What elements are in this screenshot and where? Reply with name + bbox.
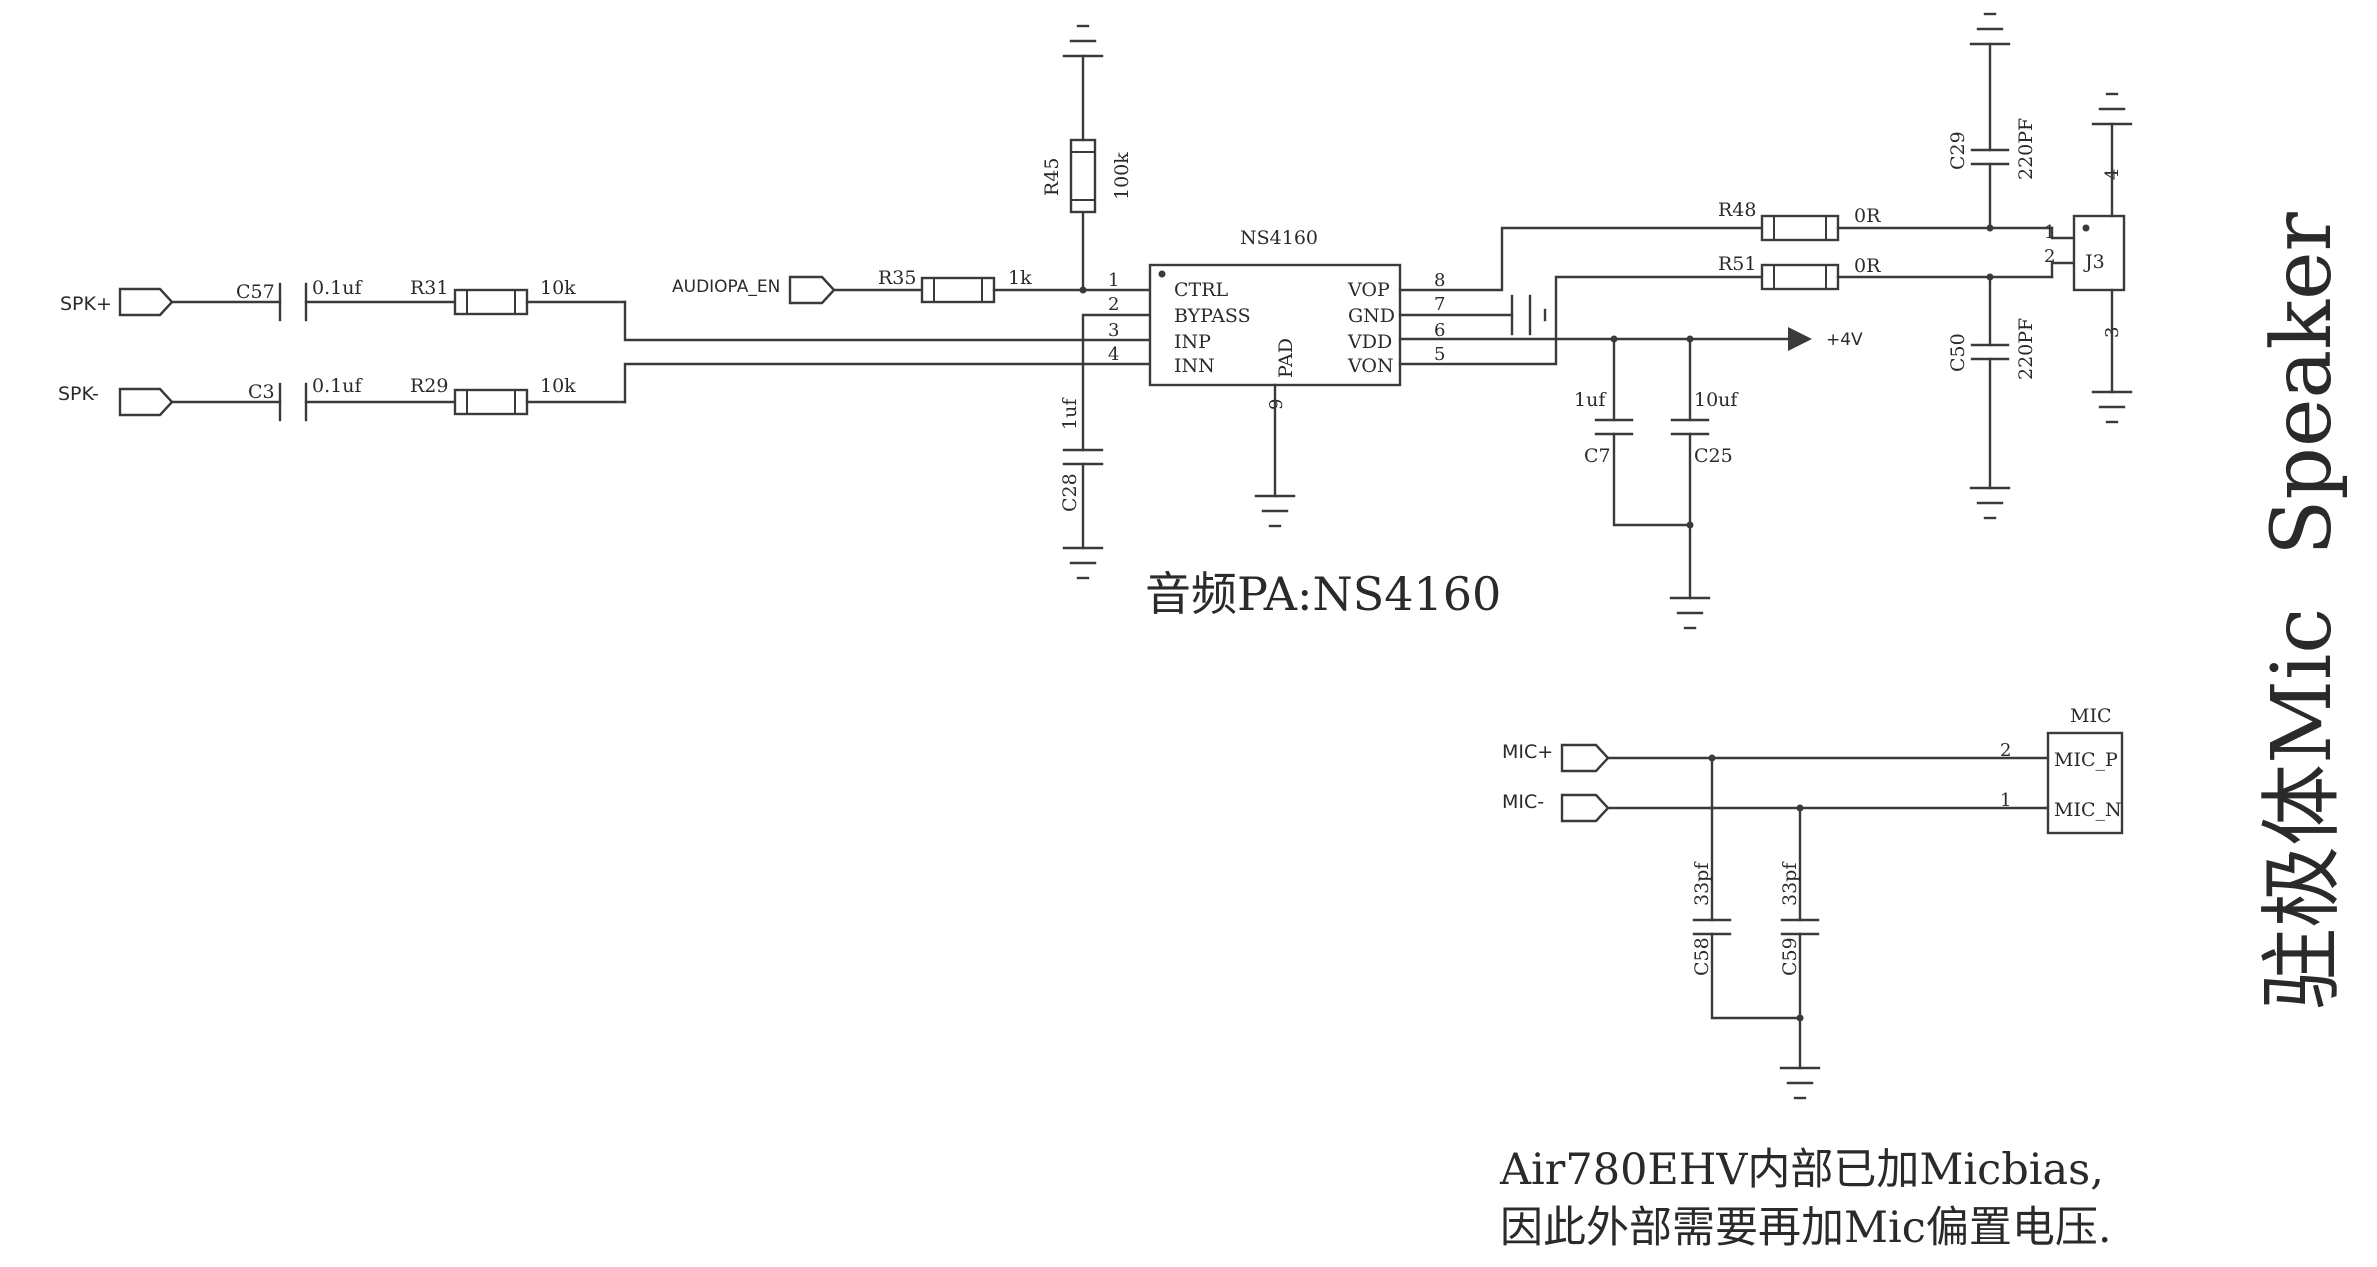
r35-ref: R35 [878,267,916,289]
r31-ref: R31 [410,277,448,299]
ground-symbol-c28 [1062,546,1104,580]
resistor-r35 [920,276,996,304]
c29-value: 220PF [2015,118,2037,180]
resistor-r45 [1069,138,1097,214]
ic-pin3-label: INP [1174,331,1211,353]
r29-value: 10k [540,375,576,397]
audio-pa-title: 音频PA:NS4160 [1145,567,1501,621]
ground-symbol-c50 [1969,486,2011,520]
ground-symbol-c25 [1669,596,1711,630]
ic-pin4-num: 4 [1108,344,1119,365]
ground-symbol-ic [1254,494,1296,528]
net-label-mic-minus: MIC- [1502,791,1544,813]
c3-value: 0.1uf [312,375,363,397]
c7-value: 1uf [1574,389,1607,411]
mic-note-line1: Air780EHV内部已加Micbias, [1499,1145,2104,1195]
c57-value: 0.1uf [312,277,363,299]
c3-ref: C3 [248,381,275,403]
c57-ref: C57 [236,281,275,303]
ic-pin5-label: VON [1347,355,1394,377]
ic-pin6-label: VDD [1347,331,1392,353]
c29-ref: C29 [1947,131,1969,170]
c50-ref: C50 [1947,333,1969,372]
ground-symbol-mic [1779,1066,1821,1100]
mic-title: MIC [2070,705,2112,727]
ic-pin1-num: 1 [1108,270,1119,291]
mic-body [2046,731,2124,835]
connector-j3 [2072,214,2126,292]
r31-value: 10k [540,277,576,299]
net-label-spk-minus: SPK- [58,383,99,405]
r45-value: 100k [1111,152,1133,200]
r51-ref: R51 [1718,253,1756,275]
resistor-r29 [453,388,529,416]
mic-pin1-num: 1 [2000,790,2011,811]
c25-ref: C25 [1694,445,1733,467]
ic-pin3-num: 3 [1108,320,1119,341]
c28-ref: C28 [1059,473,1081,512]
ic-pin8-label: VOP [1347,279,1390,301]
ic-pin4-label: INN [1174,355,1215,377]
mic-section: MIC+ MIC- MIC 2 MIC_P 1 MIC_N 33pf C58 3… [1502,705,2124,1100]
ic-pin7-label: GND [1348,305,1395,327]
ground-symbol-r45 [1062,24,1104,58]
r35-value: 1k [1008,267,1032,289]
r48-ref: R48 [1718,199,1756,221]
port-mic-plus [1560,743,1610,773]
spk-input-section: SPK+ C57 0.1uf R31 10k SPK- C3 0.1uf R29… [58,277,1152,422]
vcc-arrow [1788,327,1812,351]
ic-pad-num: 9 [1266,399,1287,410]
ic-pad-label: PAD [1275,338,1297,378]
r29-ref: R29 [410,375,448,397]
ic-pin2-num: 2 [1108,294,1119,315]
ic-pin8-num: 8 [1434,270,1445,291]
ground-symbol-c29 [1969,12,2011,46]
ic-body [1148,263,1402,387]
ic-pin1-name: CTRL [1174,279,1229,301]
j3-pin2-num: 2 [2044,246,2055,267]
output-section: +4V 1uf C7 10uf C25 R48 0R [1398,12,2133,630]
ground-symbol-j3-top [2091,92,2133,126]
c28-value: 1uf [1059,397,1081,430]
mic-pin1-label: MIC_N [2054,799,2122,821]
ic-pin6-num: 6 [1434,320,1445,341]
ctrl-section: AUDIOPA_EN R35 1k R45 100k 1uf C28 [672,24,1152,580]
c50-value: 220PF [2015,318,2037,380]
side-title: 驻极体Mic Speaker [2255,211,2350,1010]
mic-pin2-label: MIC_P [2054,749,2118,771]
c7-ref: C7 [1584,445,1611,467]
mic-note-line2: 因此外部需要再加Mic偏置电压. [1500,1203,2112,1253]
port-mic-minus [1560,793,1610,823]
j3-name: J3 [2083,251,2105,273]
ic-pin2-label: BYPASS [1174,305,1251,327]
c58-value: 33pf [1691,861,1713,906]
c59-value: 33pf [1779,861,1801,906]
c59-ref: C59 [1779,937,1801,976]
net-label-vcc: +4V [1826,330,1863,350]
ground-symbol-j3-bottom [2091,390,2133,424]
net-label-spk-plus: SPK+ [60,293,112,315]
port-spk-plus [118,287,174,317]
ic-name: NS4160 [1240,227,1318,249]
ic-pin7-num: 7 [1434,294,1445,315]
pin1-marker [1158,270,1166,278]
net-label-audiopa-en: AUDIOPA_EN [672,277,780,297]
port-audiopa-en [788,275,836,305]
mic-pin2-num: 2 [2000,740,2011,761]
c25-value: 10uf [1694,389,1739,411]
resistor-r31 [453,288,529,316]
port-spk-minus [118,387,174,417]
ic-pin5-num: 5 [1434,344,1445,365]
c58-ref: C58 [1691,937,1713,976]
net-label-mic-plus: MIC+ [1502,741,1553,763]
r48-value: 0R [1854,205,1881,227]
j3-pin1-num: 1 [2044,222,2055,243]
r51-value: 0R [1854,255,1881,277]
ic-ns4160: NS4160 1 CTRL 2 INP BYPASS 3 INP 4 INN V… [1108,227,1445,528]
r45-ref: R45 [1041,158,1063,196]
